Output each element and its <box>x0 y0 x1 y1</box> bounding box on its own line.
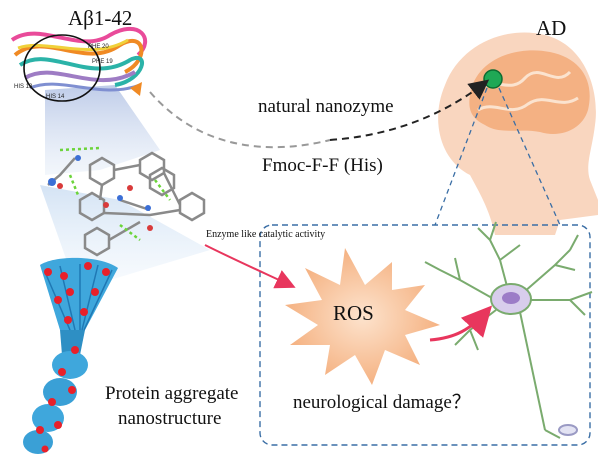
projection-cone-bottom <box>40 185 210 280</box>
lesion-detail-box <box>259 224 591 446</box>
zoom-connector-left <box>434 87 488 226</box>
residue-label-his14: HIS 14 <box>46 94 65 100</box>
catalysis-arrow <box>204 244 296 289</box>
fiber-nanostructure <box>23 257 118 454</box>
ros-burst <box>285 248 440 385</box>
ros-label: ROS <box>333 301 374 325</box>
aggregate-label-line2: nanostructure <box>118 408 222 429</box>
molecular-structure <box>47 146 206 257</box>
residue-label-phe20: PHE 20 <box>88 44 109 50</box>
residue-label-his13: HIS 13 <box>14 84 33 90</box>
protein-label: Aβ1-42 <box>68 6 133 30</box>
peptide-label: Fmoc-F-F (His) <box>262 155 383 176</box>
ros-damage-arrow <box>429 305 493 342</box>
damage-label: neurological damage？ <box>293 392 471 413</box>
aggregate-label-line1: Protein aggregate <box>105 383 239 404</box>
nanozyme-label: natural nanozyme <box>258 96 394 117</box>
enzyme-activity-label: Enzyme like catalytic activity <box>206 229 326 240</box>
brain <box>469 50 590 134</box>
residue-label-phe19: PHE 19 <box>92 59 113 65</box>
zoom-connector-right <box>498 87 561 226</box>
target-label: AD <box>536 16 567 40</box>
projection-cone-top <box>45 85 160 175</box>
protein-ribbon-structure <box>10 26 148 102</box>
residue-labels: PHE 20 PHE 19 HIS 13 HIS 14 <box>14 44 113 100</box>
nanozyme-path-gray <box>149 91 331 149</box>
nanozyme-path-black <box>329 79 490 141</box>
neuron-nucleus <box>502 292 520 304</box>
brain-target-dot <box>483 69 503 89</box>
